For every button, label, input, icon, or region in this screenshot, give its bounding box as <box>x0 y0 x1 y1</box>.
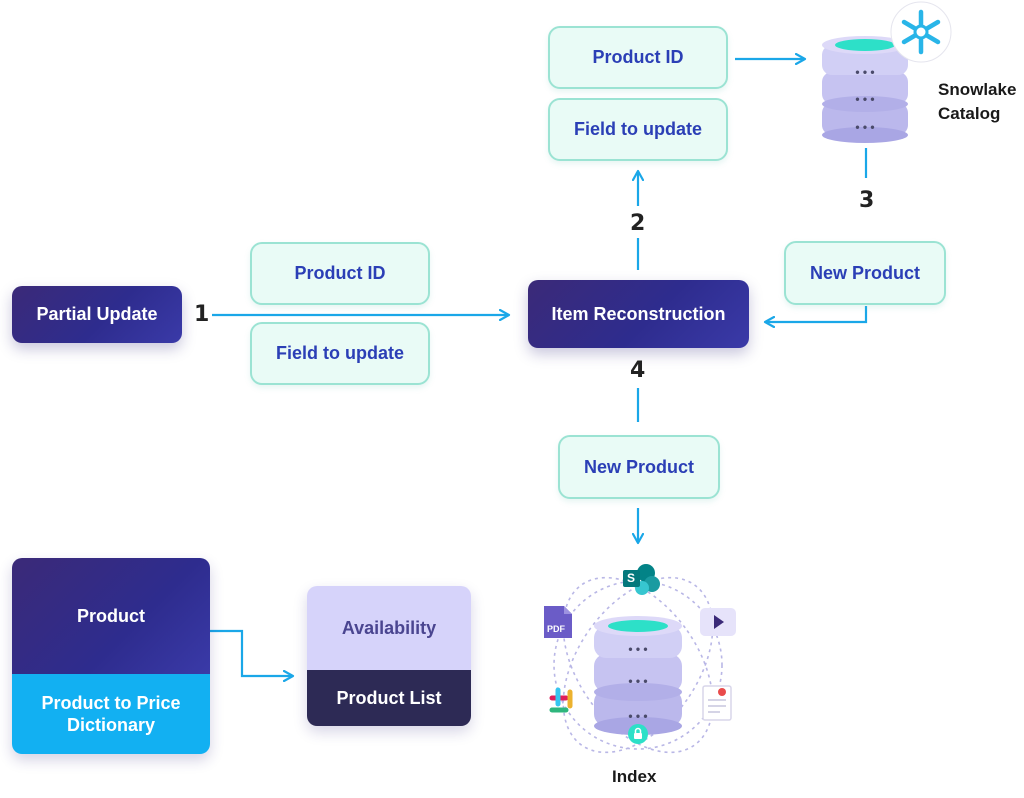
chip-field-to-update-top: Field to update <box>548 98 728 161</box>
video-play-icon <box>700 608 736 636</box>
snowflake-database-icon: • • • • • • • • • <box>822 36 908 143</box>
sharepoint-badge-label: S <box>627 571 636 585</box>
pdf-file-icon <box>544 606 572 638</box>
catalog-label-line2: Catalog <box>938 104 1001 123</box>
product-list-card: Availability Product List <box>307 586 471 726</box>
catalog-label-line1: Snowlake <box>938 80 1017 99</box>
pdf-badge-label: PDF <box>547 624 565 634</box>
step-4-label: 4 <box>630 358 646 383</box>
chip-product-id-top: Product ID <box>548 26 728 89</box>
product-list-section: Product List <box>307 670 471 726</box>
product-card-header: Product <box>12 558 210 674</box>
svg-text:• • •: • • • <box>855 92 874 106</box>
partial-update-node: Partial Update <box>12 286 182 343</box>
index-orbits <box>553 576 723 754</box>
arrow-new-product-return <box>766 306 868 322</box>
chip-new-product-right: New Product <box>784 241 946 305</box>
arrow-product-to-list <box>210 629 292 676</box>
svg-text:• • •: • • • <box>628 709 647 723</box>
step-3-label: 3 <box>859 188 875 213</box>
svg-text:• • •: • • • <box>628 642 647 656</box>
document-icon <box>702 685 732 721</box>
item-reconstruction-node: Item Reconstruction <box>528 280 749 348</box>
svg-text:• • •: • • • <box>855 120 874 134</box>
index-database-icon: • • • • • • • • • <box>594 616 682 744</box>
product-card: Product Product to Price Dictionary <box>12 558 210 754</box>
snowflake-logo-icon <box>890 1 952 63</box>
chip-new-product-bottom: New Product <box>558 435 720 499</box>
index-label: Index <box>612 767 657 786</box>
product-to-price-dictionary: Product to Price Dictionary <box>12 674 210 754</box>
step-2-label: 2 <box>630 211 646 236</box>
chip-product-id-left: Product ID <box>250 242 430 305</box>
chip-field-to-update-left: Field to update <box>250 322 430 385</box>
svg-text:• • •: • • • <box>855 65 874 79</box>
slack-icon <box>549 687 573 713</box>
step-1-label: 1 <box>194 302 210 327</box>
svg-text:• • •: • • • <box>628 674 647 688</box>
availability-section: Availability <box>307 586 471 670</box>
sharepoint-icon <box>623 564 660 595</box>
